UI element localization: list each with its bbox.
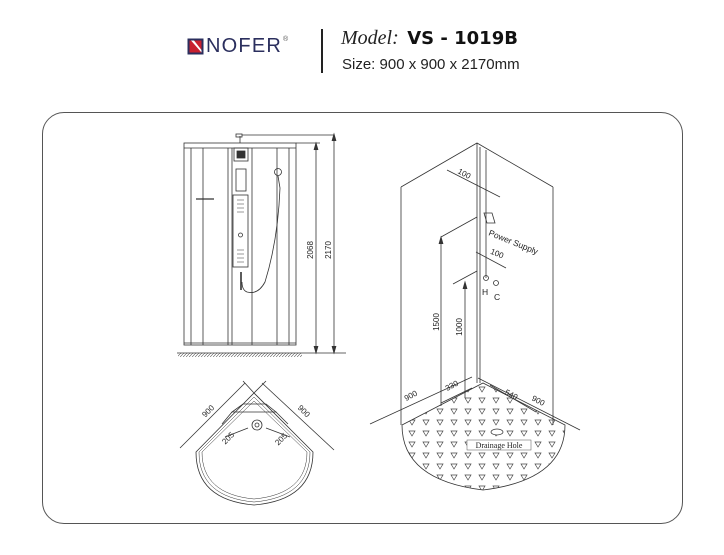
model-value: VS - 1019B <box>407 28 518 49</box>
drawing-frame <box>42 112 683 524</box>
size-spec: Size: 900 x 900 x 2170mm <box>342 56 520 73</box>
dim-top-left: 900 <box>200 403 216 419</box>
dim-drain-left: 205 <box>220 430 236 446</box>
brand-logo-mark-icon <box>187 38 204 54</box>
dim-water-offset: 100 <box>489 247 505 261</box>
dim-drain-offset: 330 <box>444 378 460 392</box>
brand-name: NOFER <box>206 35 282 57</box>
dim-power-height: 1500 <box>432 313 441 331</box>
dim-water-height: 1000 <box>455 318 464 336</box>
drainage-hole-label: Drainage Hole <box>476 441 523 450</box>
hot-water-label: H <box>482 287 488 297</box>
dim-total-height: 2170 <box>324 241 333 259</box>
model-label: Model: <box>341 27 399 49</box>
front-view <box>177 132 346 357</box>
registered-mark: ® <box>283 35 289 43</box>
top-view <box>179 380 335 506</box>
cold-water-label: C <box>494 292 500 302</box>
dim-base-left: 900 <box>403 388 419 402</box>
dim-drain-right: 205 <box>273 431 289 447</box>
header: NOFER ® Model: VS - 1019B Size: 900 x 90… <box>0 0 724 90</box>
brand-logo: NOFER ® <box>187 36 288 56</box>
model-line: Model: VS - 1019B <box>341 27 518 50</box>
header-divider <box>321 29 323 73</box>
installation-view <box>369 142 581 431</box>
dim-inner-height: 2068 <box>306 241 315 259</box>
shower-tray-floor <box>401 382 566 491</box>
dim-power-offset: 100 <box>456 167 472 181</box>
